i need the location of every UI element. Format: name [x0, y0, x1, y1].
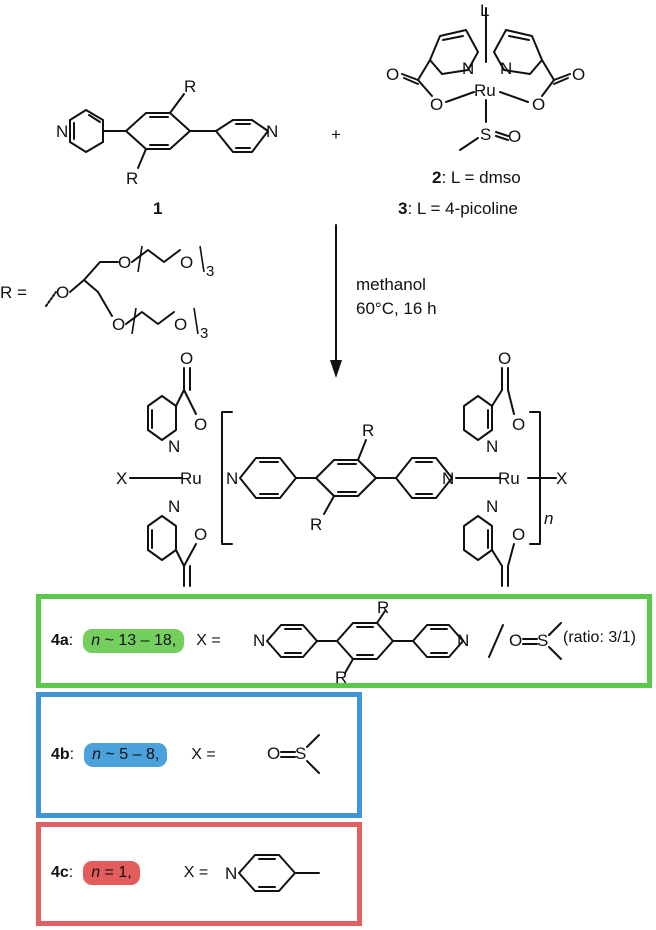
o-atom-label: O — [532, 95, 545, 114]
complex-3-caption: 3: L = 4-picoline — [398, 199, 518, 218]
n-atom-label: N — [56, 122, 68, 141]
o-atom-label: O — [118, 253, 131, 272]
n-atom-label: N — [226, 469, 238, 488]
x-structure-4c: N — [225, 854, 320, 892]
ru-atom-label: Ru — [180, 469, 202, 488]
complex-3-number: 3 — [398, 199, 407, 218]
legend-box-4b: 4b: n ~ 5 – 8, X = O S — [36, 692, 362, 818]
n-atom-label: N — [253, 631, 265, 650]
n-atom-label: N — [225, 864, 237, 883]
n-range: = 1, — [100, 864, 132, 881]
o-atom-label: O — [509, 631, 522, 650]
n-atom-label: N — [168, 437, 180, 456]
ratio-label: (ratio: 3/1) — [563, 629, 636, 646]
id-separator: : — [68, 864, 74, 881]
ru-atom-label: Ru — [474, 81, 496, 100]
n-value-pill-4b: n ~ 5 – 8, — [84, 743, 168, 767]
n-atom-label: N — [462, 59, 474, 78]
r-substituent-bottom: R — [126, 169, 138, 188]
r-substituent-bottom: R — [310, 515, 322, 534]
n-atom-label: N — [486, 437, 498, 456]
s-atom-label: S — [480, 125, 491, 144]
o-atom-label: O — [512, 525, 525, 544]
carbonyl-o-label: O — [498, 349, 511, 368]
o-atom-label: O — [267, 744, 280, 763]
s-atom-label: S — [537, 631, 548, 650]
r-substituent-top: R — [362, 421, 374, 440]
x-end-group-right: X — [556, 469, 567, 488]
legend-box-4c: 4c: n = 1, X = N — [36, 822, 362, 926]
n-atom-label: N — [457, 631, 469, 650]
carbonyl-o-label: O — [180, 349, 193, 368]
product-id-4c: 4c — [51, 864, 69, 881]
o-atom-label: O — [194, 415, 207, 434]
r-substituent-top: R — [184, 77, 196, 96]
r-substituent-bottom: R — [335, 668, 347, 683]
complex-2-number: 2 — [432, 168, 441, 187]
o-atom-label: O — [512, 415, 525, 434]
complex-3-text: : L = 4-picoline — [407, 199, 517, 218]
x-equals-label: X = — [196, 632, 221, 649]
s-oxygen-label: O — [508, 127, 521, 146]
r-substituent-top: R — [377, 599, 389, 617]
polymer-product-4-structure: X Ru N O O N O N R R — [116, 349, 567, 587]
r-definition-prefix: R = — [0, 283, 27, 302]
x-structure-4a: N R R N O S — [253, 599, 562, 683]
o-atom-label: O — [112, 315, 125, 334]
compound-1-label: 1 — [153, 199, 162, 218]
carbonyl-o-label: O — [572, 65, 585, 84]
reaction-arrowhead — [330, 360, 342, 378]
product-id-4b: 4b — [51, 746, 70, 763]
repeat-index-n: n — [544, 509, 553, 528]
complex-2-text: : L = dmso — [441, 168, 520, 187]
n-value-pill-4c: n = 1, — [83, 861, 140, 885]
n-atom-label: N — [486, 497, 498, 516]
n-atom-label: N — [500, 59, 512, 78]
slash-separator — [488, 624, 504, 658]
condition-solvent: methanol — [356, 275, 426, 294]
condition-temp-time: 60°C, 16 h — [356, 299, 437, 318]
o-atom-label: O — [180, 253, 193, 272]
s-atom-label: S — [295, 744, 306, 763]
n-atom-label: N — [266, 122, 278, 141]
n-value-pill-4a: n ~ 13 – 18, — [83, 629, 185, 653]
reaction-scheme: N R R N 1 + L N N O — [0, 1, 585, 587]
ru-complex-2-3-structure: L N N O O O O Ru S O — [386, 1, 585, 151]
n-symbol: n — [91, 864, 101, 881]
o-atom-label: O — [174, 315, 187, 334]
r-group-definition: R = O O O 3 O O 3 — [0, 245, 214, 342]
l-ligand-label: L — [480, 1, 489, 20]
n-symbol: n — [91, 632, 101, 649]
id-separator: : — [68, 632, 74, 649]
n-atom-label: N — [168, 497, 180, 516]
o-atom-label: O — [56, 283, 69, 302]
x-equals-label: X = — [183, 864, 209, 881]
x-end-group-left: X — [116, 469, 127, 488]
n-symbol: n — [92, 746, 102, 763]
subscript-3: 3 — [200, 325, 208, 342]
complex-2-caption: 2: L = dmso — [432, 168, 521, 187]
legend-box-4a: 4a: n ~ 13 – 18, X = N R R N O S (ratio:… — [36, 594, 652, 688]
o-atom-label: O — [194, 525, 207, 544]
subscript-3: 3 — [206, 263, 214, 280]
x-structure-4b: O S — [267, 734, 320, 774]
id-separator: : — [69, 746, 75, 763]
compound-1-structure: N R R N — [56, 77, 278, 188]
carbonyl-o-label: O — [386, 65, 399, 84]
n-range: ~ 13 – 18, — [100, 632, 177, 649]
o-atom-label: O — [430, 95, 443, 114]
n-atom-label: N — [442, 469, 454, 488]
ru-atom-label: Ru — [498, 469, 520, 488]
product-id-4a: 4a — [51, 632, 69, 649]
n-range: ~ 5 – 8, — [101, 746, 160, 763]
x-equals-label: X = — [191, 746, 216, 763]
plus-sign: + — [331, 125, 341, 144]
